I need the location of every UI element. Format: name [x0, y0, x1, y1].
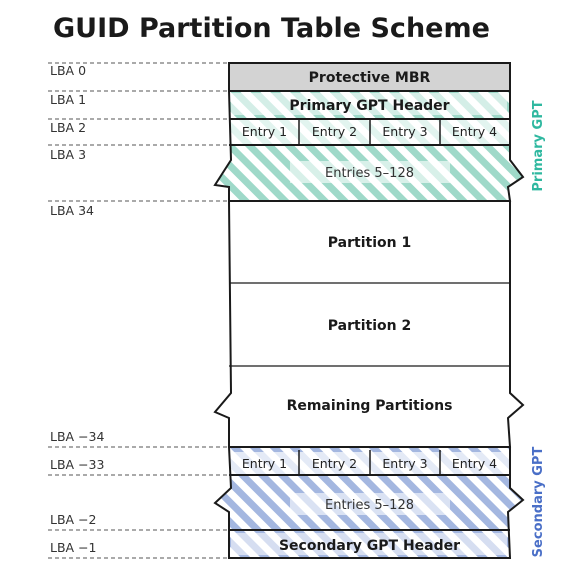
secondary-entries-row: Entry 1 Entry 2 Entry 3 Entry 4 — [230, 450, 509, 475]
lba-labels: LBA 0 LBA 1 LBA 2 LBA 3 LBA 34 LBA −34 L… — [50, 63, 104, 555]
protective-mbr-label: Protective MBR — [309, 70, 431, 86]
lba-label: LBA −34 — [50, 429, 104, 444]
lba-label: LBA 1 — [50, 92, 86, 107]
primary-entry: Entry 4 — [452, 124, 497, 139]
secondary-entry: Entry 1 — [242, 456, 287, 471]
secondary-entry: Entry 2 — [312, 456, 357, 471]
diagram-title: GUID Partition Table Scheme — [53, 13, 490, 44]
primary-entry: Entry 3 — [382, 124, 427, 139]
secondary-entry: Entry 3 — [382, 456, 427, 471]
secondary-gpt-side-label: Secondary GPT — [531, 447, 546, 558]
secondary-gpt-header-label: Secondary GPT Header — [279, 538, 460, 554]
lba-label: LBA 2 — [50, 120, 86, 135]
partition-2-label: Partition 2 — [328, 318, 411, 334]
lba-label: LBA 0 — [50, 63, 86, 78]
secondary-entries-rest-label: Entries 5–128 — [325, 498, 414, 513]
partitions-region — [215, 201, 523, 447]
block-outlines — [213, 62, 525, 559]
lba-guides — [48, 62, 229, 559]
primary-entries-rest-label: Entries 5–128 — [325, 166, 414, 181]
primary-entry: Entry 2 — [312, 124, 357, 139]
lba-label: LBA −33 — [50, 457, 104, 472]
primary-entries-row: Entry 1 Entry 2 Entry 3 Entry 4 — [230, 119, 509, 145]
primary-gpt-side-label: Primary GPT — [531, 100, 546, 191]
primary-gpt-header-label: Primary GPT Header — [289, 98, 449, 114]
lba-label: LBA −2 — [50, 512, 97, 527]
lba-label: LBA −1 — [50, 540, 97, 555]
protective-mbr-block — [229, 63, 510, 91]
secondary-entry: Entry 4 — [452, 456, 497, 471]
lba-label: LBA 3 — [50, 147, 86, 162]
primary-entry: Entry 1 — [242, 124, 287, 139]
partition-1-label: Partition 1 — [328, 235, 411, 251]
lba-label: LBA 34 — [50, 203, 94, 218]
remaining-partitions-label: Remaining Partitions — [287, 398, 453, 414]
